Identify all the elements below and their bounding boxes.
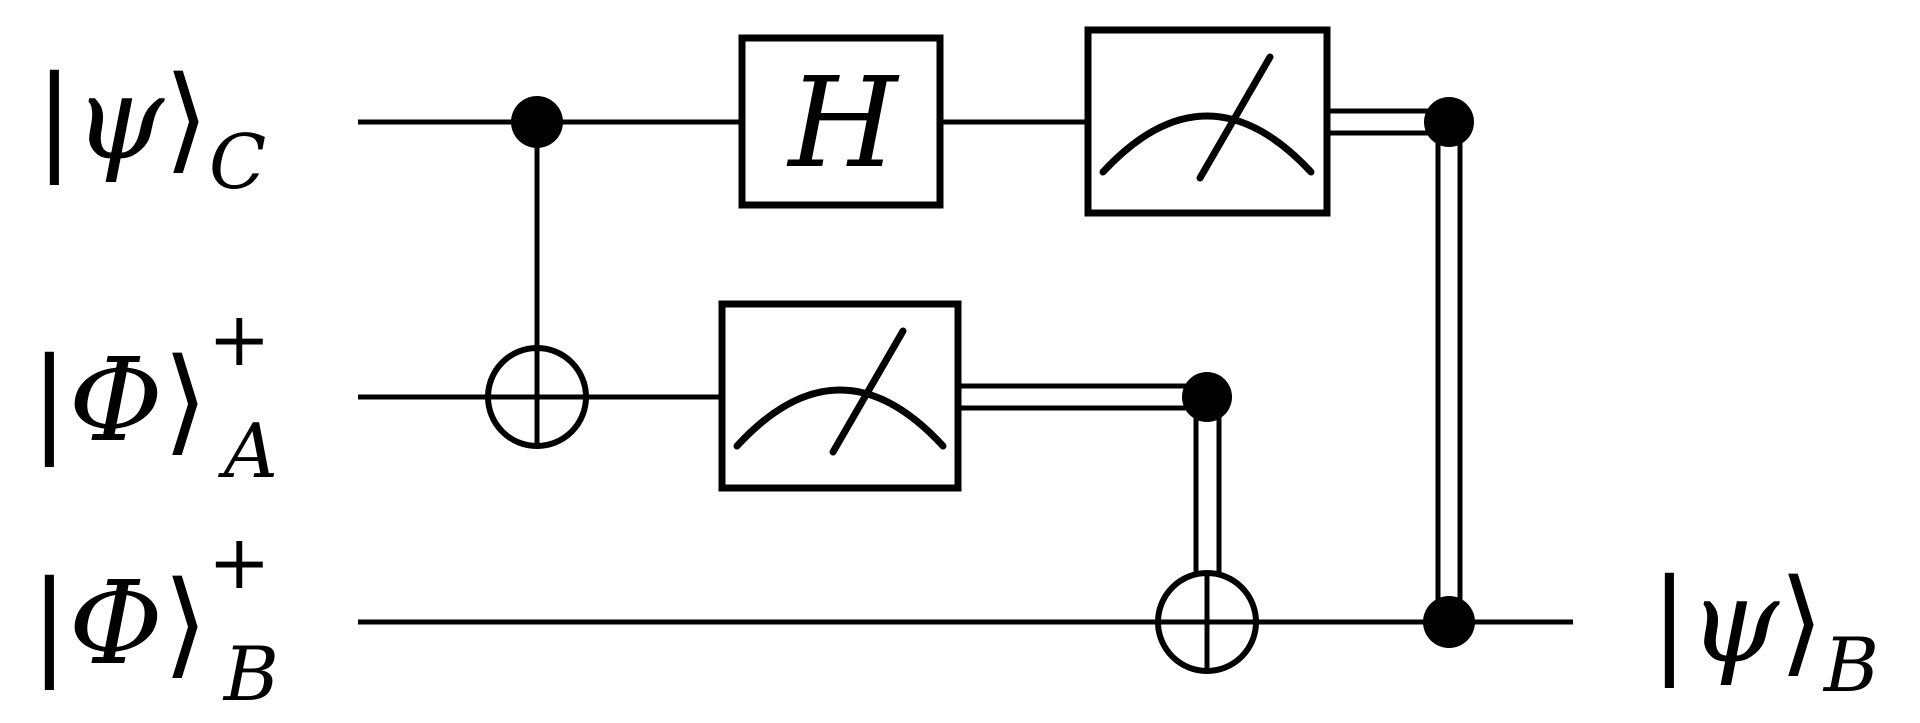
meter-needle-a-icon bbox=[829, 327, 907, 456]
label-input-a-letter: Φ bbox=[69, 334, 163, 468]
cnot-target-icon bbox=[485, 345, 589, 449]
hadamard-gate: H bbox=[738, 34, 944, 209]
label-input-c-rangle: ⟩ bbox=[164, 52, 209, 186]
label-input-c-bar: | bbox=[35, 52, 74, 186]
hadamard-gate-box bbox=[738, 34, 944, 209]
label-output-b-bar: | bbox=[1650, 555, 1689, 689]
cnot-control-dot bbox=[511, 96, 563, 148]
measurement-box-c bbox=[1084, 26, 1331, 217]
classical-corner-dot-a bbox=[1182, 372, 1232, 422]
label-output-b-rangle: ⟩ bbox=[1779, 555, 1824, 689]
meter-needle-c-icon bbox=[1196, 53, 1274, 182]
label-input-b-superscript: + bbox=[208, 518, 271, 606]
z-correction-gate bbox=[1423, 596, 1475, 648]
label-output-b: |ψ⟩B bbox=[1650, 555, 1879, 709]
measurement-box-c-frame bbox=[1084, 26, 1331, 217]
label-input-b-bar: | bbox=[30, 557, 69, 691]
label-input-b-letter: Φ bbox=[69, 557, 163, 691]
measurement-box-a-frame bbox=[718, 300, 962, 492]
label-input-a-bar: | bbox=[30, 334, 69, 468]
cnot-gate bbox=[485, 96, 589, 449]
classical-wire-c bbox=[1327, 97, 1474, 622]
meter-arc-c-icon bbox=[1099, 112, 1315, 176]
label-input-c: |ψ⟩C bbox=[35, 52, 266, 206]
label-input-a: |Φ⟩+ A bbox=[30, 295, 278, 495]
label-input-c-letter: ψ bbox=[74, 52, 166, 186]
label-output-b-letter: ψ bbox=[1689, 555, 1781, 689]
classical-corner-dot-c bbox=[1424, 97, 1474, 147]
label-input-a-subscript: A bbox=[218, 407, 278, 495]
meter-arc-a-icon bbox=[733, 386, 947, 450]
label-input-a-superscript: + bbox=[208, 295, 271, 383]
hadamard-gate-label: H bbox=[786, 51, 900, 196]
z-correction-dot bbox=[1423, 596, 1475, 648]
label-output-b-subscript: B bbox=[1822, 621, 1879, 709]
label-input-b: |Φ⟩+ B bbox=[30, 518, 279, 718]
x-correction-gate bbox=[1155, 570, 1259, 674]
label-input-a-rangle: ⟩ bbox=[163, 334, 208, 468]
measurement-box-a bbox=[718, 300, 962, 492]
label-input-c-subscript: C bbox=[209, 118, 266, 206]
label-input-b-subscript: B bbox=[222, 630, 279, 718]
label-input-b-rangle: ⟩ bbox=[163, 557, 208, 691]
classical-wire-a bbox=[958, 372, 1232, 573]
